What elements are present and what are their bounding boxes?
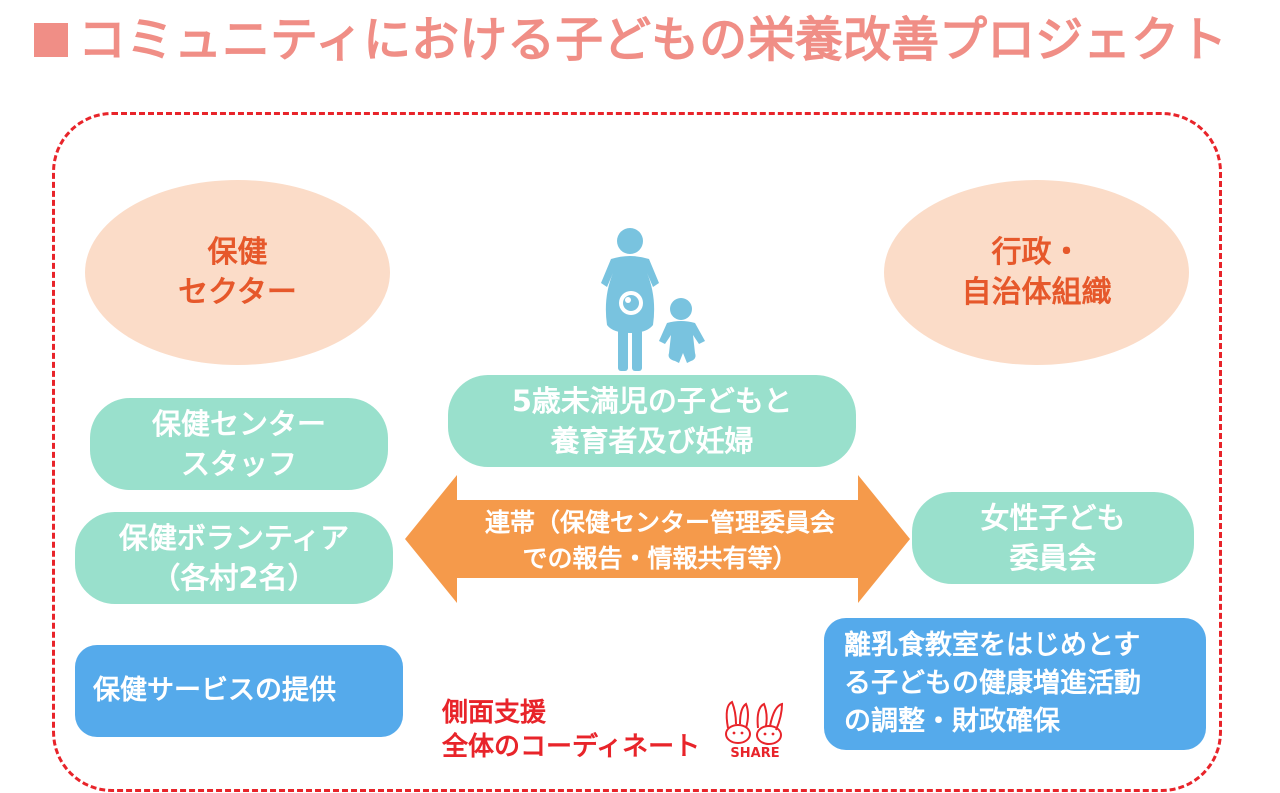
- side-support-line-2: 全体のコーディネート: [442, 732, 701, 762]
- page-title: コミュニティにおける子どもの栄養改善プロジェクト: [34, 10, 1264, 70]
- target-group-line-2: 養育者及び妊婦: [550, 424, 754, 458]
- cooperation-arrow-label: 連帯（保健センター管理委員会 での報告・情報共有等）: [440, 505, 880, 577]
- committee-line-1: 女性子ども: [980, 501, 1126, 535]
- community-frame: [52, 112, 1222, 792]
- health-sector-line-2: セクター: [178, 274, 297, 310]
- share-rabbits-logo-icon: [725, 700, 784, 745]
- side-support-line-1: 側面支援: [442, 698, 547, 728]
- target-group-box: 5歳未満児の子どもと 養育者及び妊婦: [448, 375, 856, 467]
- government-line-2: 自治体組織: [961, 274, 1112, 310]
- cooperation-line-2: での報告・情報共有等）: [522, 544, 798, 573]
- committee-line-2: 委員会: [1009, 541, 1097, 575]
- cooperation-line-1: 連帯（保健センター管理委員会: [484, 508, 835, 537]
- weaning-line-2: る子どもの健康増進活動: [844, 668, 1141, 699]
- side-support-text: 側面支援 全体のコーディネート: [442, 696, 700, 764]
- health-volunteer-line-1: 保健ボランティア: [118, 521, 350, 555]
- weaning-line-3: の調整・財政確保: [844, 706, 1060, 737]
- title-square-icon: [34, 23, 68, 57]
- weaning-activity-box: 離乳食教室をはじめとす る子どもの健康増進活動 の調整・財政確保: [824, 618, 1206, 750]
- target-group-line-1: 5歳未満児の子どもと: [511, 384, 793, 418]
- cooperation-arrow: [405, 475, 910, 603]
- government-ellipse: 行政・ 自治体組織: [884, 180, 1189, 365]
- health-service-box: 保健サービスの提供: [75, 645, 403, 737]
- share-logo-text: SHARE: [730, 746, 780, 761]
- health-volunteer-box: 保健ボランティア （各村2名）: [75, 512, 393, 604]
- weaning-line-1: 離乳食教室をはじめとす: [844, 630, 1141, 661]
- women-children-committee-box: 女性子ども 委員会: [912, 492, 1194, 584]
- health-sector-ellipse: 保健 セクター: [85, 180, 390, 365]
- health-staff-box: 保健センター スタッフ: [90, 398, 388, 490]
- health-service-line-1: 保健サービスの提供: [93, 675, 336, 706]
- health-sector-line-1: 保健: [207, 234, 268, 270]
- title-text: コミュニティにおける子どもの栄養改善プロジェクト: [78, 12, 1228, 68]
- health-staff-line-1: 保健センター: [151, 407, 326, 441]
- health-volunteer-line-2: （各村2名）: [151, 561, 317, 595]
- health-staff-line-2: スタッフ: [180, 447, 297, 481]
- mother-child-icon: [601, 228, 705, 371]
- government-line-1: 行政・: [991, 234, 1082, 270]
